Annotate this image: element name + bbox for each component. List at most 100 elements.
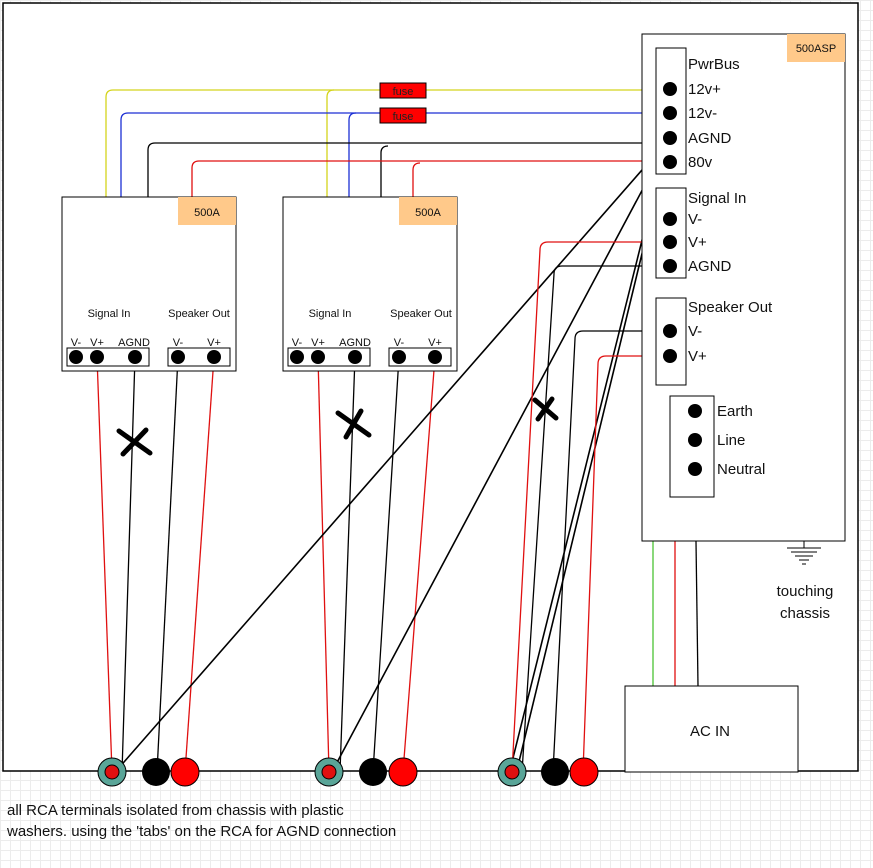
mains-pin	[688, 404, 702, 418]
psu-speaker-pin-label: V-	[688, 323, 702, 340]
psu-speaker-pin	[663, 349, 677, 363]
psu-signal-pin-label: AGND	[688, 258, 732, 275]
rca-terminal-center	[104, 764, 120, 780]
ground-label: chassis	[780, 605, 830, 622]
psu-badge-text: 500ASP	[796, 43, 836, 55]
wire-black-agnd-amp2	[380, 145, 389, 197]
psu-speaker-pin	[663, 324, 677, 338]
pwrbus-title: PwrBus	[688, 56, 740, 73]
amp-module-2: 500A Signal In Speaker Out V- V+ AGND V-…	[282, 196, 458, 372]
fuse-1: fuse	[379, 82, 427, 99]
wire-amp2-signal-v+	[317, 356, 330, 773]
amp-1-pin-label: V+	[207, 337, 221, 349]
rca-terminal	[142, 758, 170, 786]
psu-speaker-pin-label: V+	[688, 348, 707, 365]
rca-terminal	[170, 757, 200, 787]
rca-terminal	[569, 757, 599, 787]
wire-psu-signal-v+	[511, 241, 670, 773]
wire-blue-amp2	[348, 112, 357, 197]
amp-2-signal-label: Signal In	[309, 308, 352, 320]
wire-red-80v-amp1	[191, 160, 670, 197]
wire-amp1-signal-v+	[96, 356, 113, 773]
psu-signal-pin-label: V-	[688, 211, 702, 228]
amp-1-pin-label: V+	[90, 337, 104, 349]
fuse-1-label: fuse	[393, 86, 414, 98]
amp-2-pin-label: V-	[292, 337, 303, 349]
amp-1-badge	[178, 197, 236, 225]
amp-2-signal-connector	[287, 347, 371, 367]
wire-psu-signal-agnd	[521, 265, 670, 773]
amp-2-pin	[428, 350, 442, 364]
amp-1-signal-label: Signal In	[88, 308, 131, 320]
rca-terminal	[359, 758, 387, 786]
ac-in-label: AC IN	[690, 723, 730, 740]
amp-1-pin	[171, 350, 185, 364]
amp-2-pin	[290, 350, 304, 364]
wire-red-80v-amp2	[412, 162, 421, 197]
amp-2-pin-label: AGND	[339, 337, 371, 349]
cross-mark-icon	[116, 427, 153, 457]
wire-psu-speaker-v+	[582, 355, 670, 773]
wire-yellow-amp1	[105, 89, 670, 197]
psu-badge	[787, 34, 845, 62]
amp-2-pin	[311, 350, 325, 364]
rca-terminal	[541, 758, 569, 786]
wire-amp2-speaker-v-	[372, 356, 400, 773]
rca-group-3	[497, 757, 599, 787]
wire-black-agnd-amp1	[147, 137, 671, 197]
ground-icon	[787, 541, 821, 565]
cross-mark-icon	[532, 396, 559, 422]
psu-signal-in-title: Signal In	[688, 190, 746, 207]
pwrbus-pin-label: 12v-	[688, 105, 717, 122]
pwrbus-pin	[663, 131, 677, 145]
fuse-2: fuse	[379, 107, 427, 124]
mains-pin-label: Neutral	[717, 461, 765, 478]
amp-1-signal-connector	[66, 347, 150, 367]
rca-group-2	[314, 757, 418, 787]
psu-speaker-out-title: Speaker Out	[688, 299, 773, 316]
amp-1-pin-label: V-	[71, 337, 82, 349]
wire-blue-amp1	[120, 112, 670, 197]
amp-2-pin-label: V+	[428, 337, 442, 349]
pwrbus-pin-label: 12v+	[688, 81, 721, 98]
pwrbus-pin-label: 80v	[688, 154, 713, 171]
amp-2-pin	[392, 350, 406, 364]
wire-yellow-amp2	[326, 89, 335, 197]
amp-1-pin-label: V-	[173, 337, 184, 349]
amp-1-pin	[128, 350, 142, 364]
wire-agnd-to-rca3b	[509, 147, 666, 771]
mains-pin	[688, 433, 702, 447]
amp-2-pin-label: V+	[311, 337, 325, 349]
wire-agnd-to-rca1	[116, 137, 671, 771]
wires	[96, 89, 699, 773]
psu-signal-pin	[663, 259, 677, 273]
mains-pin-label: Line	[717, 432, 745, 449]
cross-marks	[116, 396, 559, 457]
amp-1-pin-label: AGND	[118, 337, 150, 349]
ground-label: touching	[777, 583, 834, 600]
amp-2-badge-text: 500A	[415, 207, 441, 219]
rca-terminal-center	[504, 764, 520, 780]
rca-terminal	[388, 757, 418, 787]
pwrbus-pin	[663, 155, 677, 169]
mains-pin	[688, 462, 702, 476]
ac-in-block: AC IN	[624, 685, 799, 773]
wire-amp2-speaker-v+	[402, 356, 436, 773]
wire-amp1-speaker-v+	[184, 356, 215, 773]
psu-module: 500ASP PwrBus 12v+ 12v- AGND 80v Signal …	[641, 33, 846, 542]
amp-module-1: 500A Signal In Speaker Out V- V+ AGND V-…	[61, 196, 237, 372]
amp-2-speaker-label: Speaker Out	[390, 308, 452, 320]
amp-1-pin	[90, 350, 104, 364]
wire-amp1-speaker-v-	[156, 356, 179, 773]
amp-1-pin	[207, 350, 221, 364]
psu-signal-pin-label: V+	[688, 234, 707, 251]
amp-2-badge	[399, 197, 457, 225]
mains-pin-label: Earth	[717, 403, 753, 420]
amp-1-speaker-label: Speaker Out	[168, 308, 230, 320]
wire-psu-speaker-v-	[552, 330, 670, 773]
rca-group-1	[97, 757, 200, 787]
psu-signal-pin	[663, 235, 677, 249]
fuse-2-label: fuse	[393, 111, 414, 123]
rca-terminal-center	[321, 764, 337, 780]
